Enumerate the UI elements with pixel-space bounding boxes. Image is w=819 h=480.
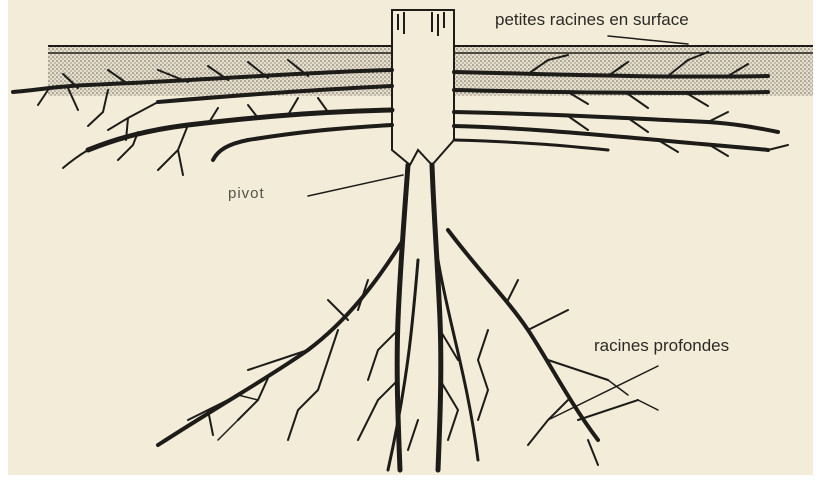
label-deep-roots: racines profondes [594,336,729,356]
surface-leader-line [608,36,688,44]
pivot-leader-line [308,175,403,196]
label-taproot: pivot [228,185,265,202]
root-system-diagram: petites racines en surface pivot racines… [8,0,813,475]
label-surface-roots: petites racines en surface [495,10,689,30]
trunk [392,10,454,165]
diagram-drawing [8,0,813,475]
deep-roots [158,165,658,470]
